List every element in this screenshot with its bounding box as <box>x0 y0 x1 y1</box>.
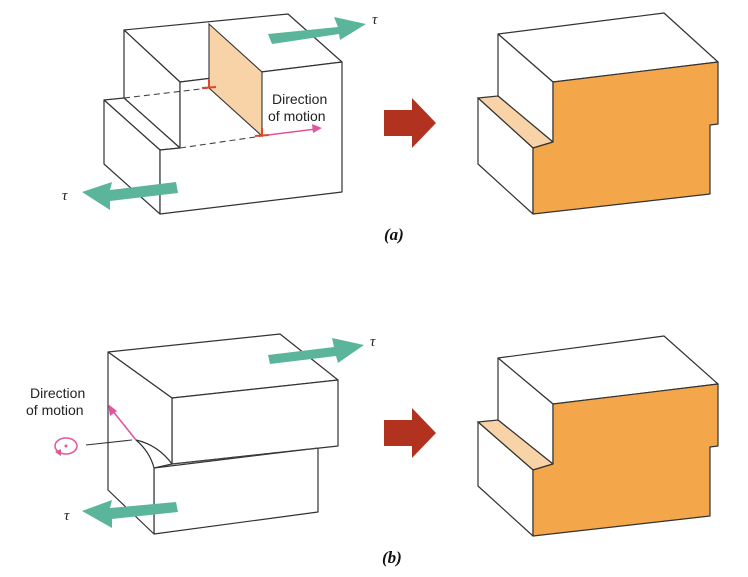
motion-label-line1: Direction <box>30 385 85 401</box>
transition-arrow-a-icon <box>384 98 436 148</box>
circular-arrow-icon <box>54 437 78 456</box>
tau-bottom-label: τ <box>62 188 68 204</box>
result-block-b <box>476 335 719 537</box>
caption-a: (a) <box>384 225 404 244</box>
shear-arrow-bottom-icon <box>82 500 178 528</box>
tau-top-label: τ <box>372 12 378 28</box>
panel-a: τ τ Direction of motion (a) <box>62 12 719 244</box>
motion-label-line1: Direction <box>272 91 327 107</box>
result-block-a <box>476 12 719 215</box>
transition-arrow-b-icon <box>384 408 436 458</box>
panel-b: τ τ Direction of motion (b) <box>26 333 719 567</box>
shear-arrow-top-icon <box>268 338 364 364</box>
dislocation-symbol <box>201 80 270 137</box>
edge-crystal-block <box>103 13 343 215</box>
caption-b: (b) <box>382 548 402 567</box>
tau-top-label: τ <box>370 334 376 350</box>
motion-label-line2: of motion <box>26 402 84 418</box>
screw-crystal-block <box>54 333 339 535</box>
shear-arrow-top-icon <box>268 17 366 44</box>
shear-arrow-bottom-icon <box>82 182 178 210</box>
motion-arrow-icon <box>108 404 137 441</box>
motion-label-line2: of motion <box>268 108 326 124</box>
motion-arrow-icon <box>267 124 322 136</box>
tau-bottom-label: τ <box>64 508 70 524</box>
